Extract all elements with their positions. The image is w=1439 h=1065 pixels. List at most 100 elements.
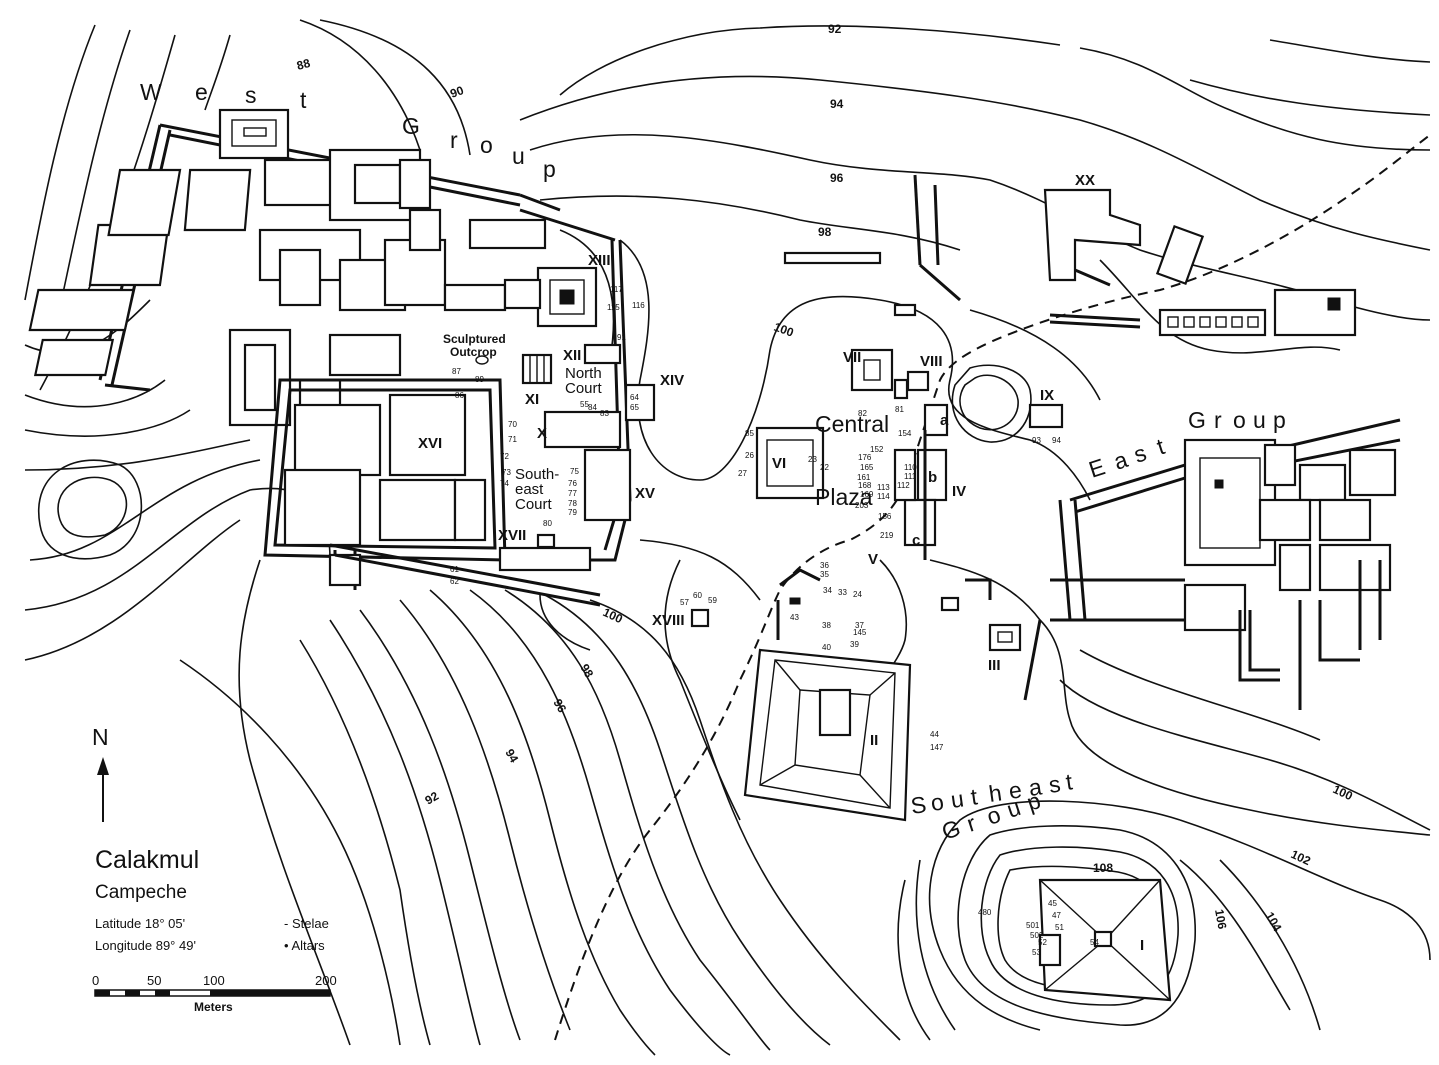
svg-text:p: p — [543, 156, 556, 182]
svg-text:94: 94 — [830, 97, 844, 111]
svg-text:VI: VI — [772, 455, 786, 472]
svg-text:169: 169 — [860, 490, 874, 499]
svg-text:73: 73 — [502, 468, 511, 477]
scale-bar: 0 50 100 200 Meters — [92, 973, 337, 1014]
svg-text:North: North — [565, 365, 602, 382]
svg-text:36: 36 — [820, 561, 829, 570]
svg-text:176: 176 — [858, 453, 872, 462]
structure-viii — [906, 370, 930, 392]
svg-text:t: t — [969, 783, 980, 810]
svg-text:88: 88 — [295, 56, 312, 73]
svg-text:Meters: Meters — [194, 1000, 233, 1014]
svg-text:e: e — [195, 79, 208, 105]
svg-text:84: 84 — [588, 403, 597, 412]
svg-text:24: 24 — [853, 590, 862, 599]
east-group-structures — [1050, 418, 1401, 710]
svg-text:203: 203 — [855, 501, 869, 510]
svg-text:27: 27 — [738, 469, 747, 478]
svg-text:165: 165 — [860, 463, 874, 472]
north-long-platform — [783, 251, 882, 265]
svg-text:75: 75 — [570, 467, 579, 476]
svg-text:W: W — [140, 79, 162, 105]
structure-xx — [1043, 188, 1142, 287]
southeast-group-label: S o u t h e a s t G r o u p — [909, 768, 1075, 845]
structure-iii — [988, 623, 1022, 652]
small-room-row — [1167, 316, 1259, 328]
svg-text:s: s — [1131, 439, 1150, 467]
structure-x — [543, 410, 622, 449]
svg-text:XIV: XIV — [660, 372, 684, 389]
svg-text:82: 82 — [858, 409, 867, 418]
svg-text:52: 52 — [1038, 938, 1047, 947]
svg-text:100: 100 — [203, 973, 225, 988]
west-group-label: W e s t G r o u p — [140, 79, 556, 182]
svg-text:s: s — [1047, 771, 1062, 798]
svg-text:IV: IV — [952, 483, 966, 500]
svg-text:e: e — [1007, 776, 1023, 804]
longitude: Longitude 89° 49' — [95, 938, 196, 953]
svg-text:40: 40 — [822, 643, 831, 652]
svg-text:a: a — [940, 412, 949, 429]
svg-text:c: c — [912, 532, 920, 549]
svg-text:110: 110 — [904, 463, 917, 472]
map-legend: N Calakmul Campeche Latitude 18° 05' Lon… — [92, 724, 337, 1014]
svg-text:74: 74 — [500, 479, 509, 488]
svg-text:161: 161 — [857, 473, 871, 482]
svg-text:35: 35 — [820, 570, 829, 579]
svg-text:Outcrop: Outcrop — [450, 345, 497, 359]
svg-text:XX: XX — [1075, 172, 1095, 189]
svg-text:V: V — [868, 551, 878, 568]
svg-text:Central: Central — [815, 411, 889, 437]
svg-text:200: 200 — [315, 973, 337, 988]
svg-text:83: 83 — [600, 409, 609, 418]
svg-text:60: 60 — [693, 591, 702, 600]
svg-text:u: u — [512, 143, 525, 169]
svg-text:86: 86 — [455, 391, 464, 400]
svg-text:XII: XII — [563, 347, 581, 364]
svg-text:III: III — [988, 657, 1001, 674]
svg-text:219: 219 — [880, 531, 894, 540]
svg-text:154: 154 — [898, 429, 912, 438]
svg-text:104: 104 — [1262, 910, 1284, 935]
svg-text:o: o — [1233, 407, 1246, 433]
svg-text:47: 47 — [1052, 911, 1061, 920]
svg-text:168: 168 — [858, 481, 872, 490]
svg-text:94: 94 — [1052, 436, 1061, 445]
structure-xviii — [690, 608, 710, 628]
svg-text:53: 53 — [1032, 948, 1041, 957]
svg-text:100: 100 — [601, 605, 625, 626]
svg-text:44: 44 — [930, 730, 939, 739]
svg-text:78: 78 — [568, 499, 577, 508]
svg-text:98: 98 — [818, 225, 832, 239]
svg-text:u: u — [1253, 407, 1266, 433]
svg-text:b: b — [928, 469, 937, 486]
north-arrow: N — [92, 724, 109, 822]
svg-text:147: 147 — [930, 743, 944, 752]
svg-text:65: 65 — [630, 403, 639, 412]
svg-text:156: 156 — [878, 512, 892, 521]
svg-text:77: 77 — [568, 489, 577, 498]
svg-text:92: 92 — [423, 789, 442, 808]
svg-text:70: 70 — [508, 420, 517, 429]
svg-text:501: 501 — [1026, 921, 1040, 930]
svg-text:87: 87 — [452, 367, 461, 376]
svg-text:72: 72 — [500, 452, 509, 461]
svg-text:152: 152 — [870, 445, 884, 454]
site-name: Calakmul — [95, 846, 199, 874]
svg-text:81: 81 — [895, 405, 904, 414]
svg-text:p: p — [1273, 407, 1286, 433]
svg-text:23: 23 — [808, 455, 817, 464]
contour-lines — [24, 19, 1431, 1056]
svg-text:h: h — [987, 779, 1003, 807]
west-group-structures — [28, 108, 561, 427]
region-name: Campeche — [95, 882, 187, 903]
svg-text:145: 145 — [853, 628, 867, 637]
svg-text:a: a — [1027, 773, 1043, 801]
svg-text:85: 85 — [745, 429, 754, 438]
svg-text:Plaza: Plaza — [815, 484, 873, 510]
svg-text:90: 90 — [448, 83, 466, 101]
structure-ii — [743, 648, 912, 822]
structure-iv-column — [893, 174, 961, 560]
svg-text:96: 96 — [550, 697, 569, 716]
svg-text:93: 93 — [1032, 436, 1041, 445]
